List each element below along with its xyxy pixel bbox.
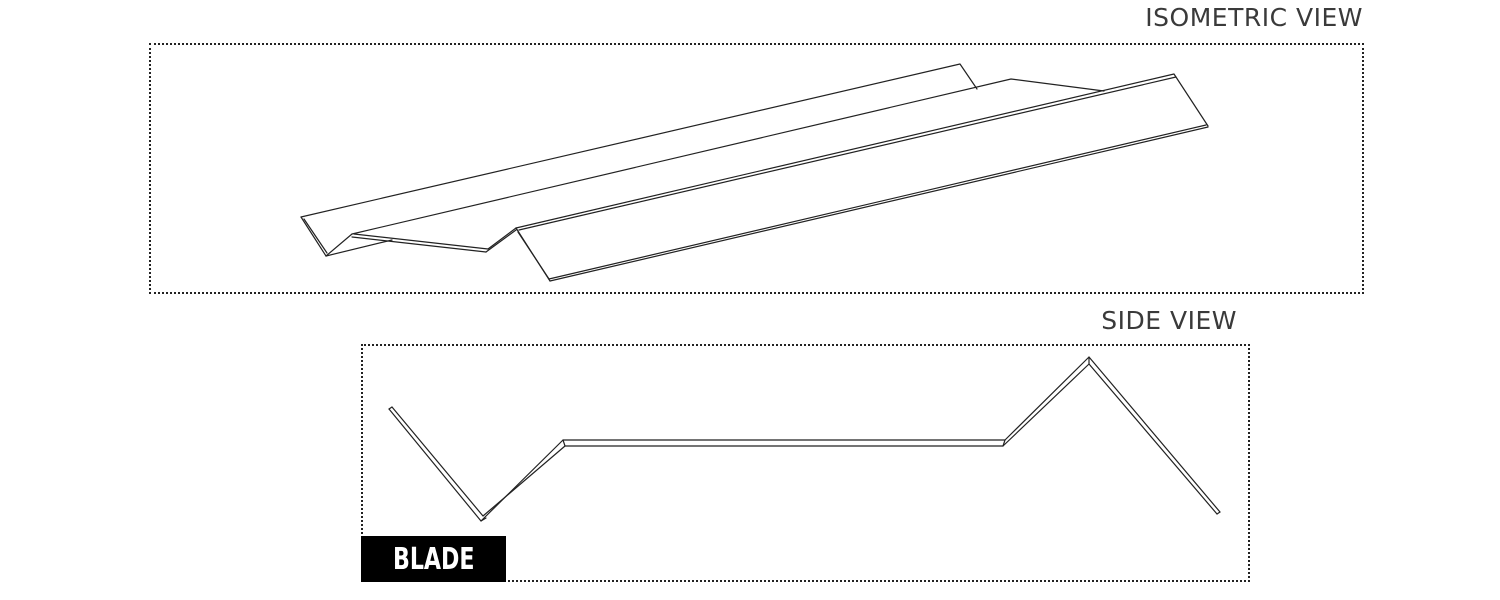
iso-left-valley xyxy=(325,239,393,257)
isometric-view-frame xyxy=(149,43,1364,294)
iso-front-ridge xyxy=(515,73,1209,229)
side-profile-inner xyxy=(391,363,1218,517)
blade-label-text: BLADE xyxy=(392,541,475,577)
side-profile-outer xyxy=(388,356,1221,522)
iso-middle-web xyxy=(351,78,1105,235)
iso-front-flange-edge xyxy=(549,126,1209,282)
side-view-frame xyxy=(361,344,1250,582)
side-view-title: SIDE VIEW xyxy=(1101,306,1237,335)
iso-back-flange xyxy=(300,63,978,218)
blade-label-badge: BLADE xyxy=(361,536,506,582)
isometric-view-title: ISOMETRIC VIEW xyxy=(1145,3,1363,32)
